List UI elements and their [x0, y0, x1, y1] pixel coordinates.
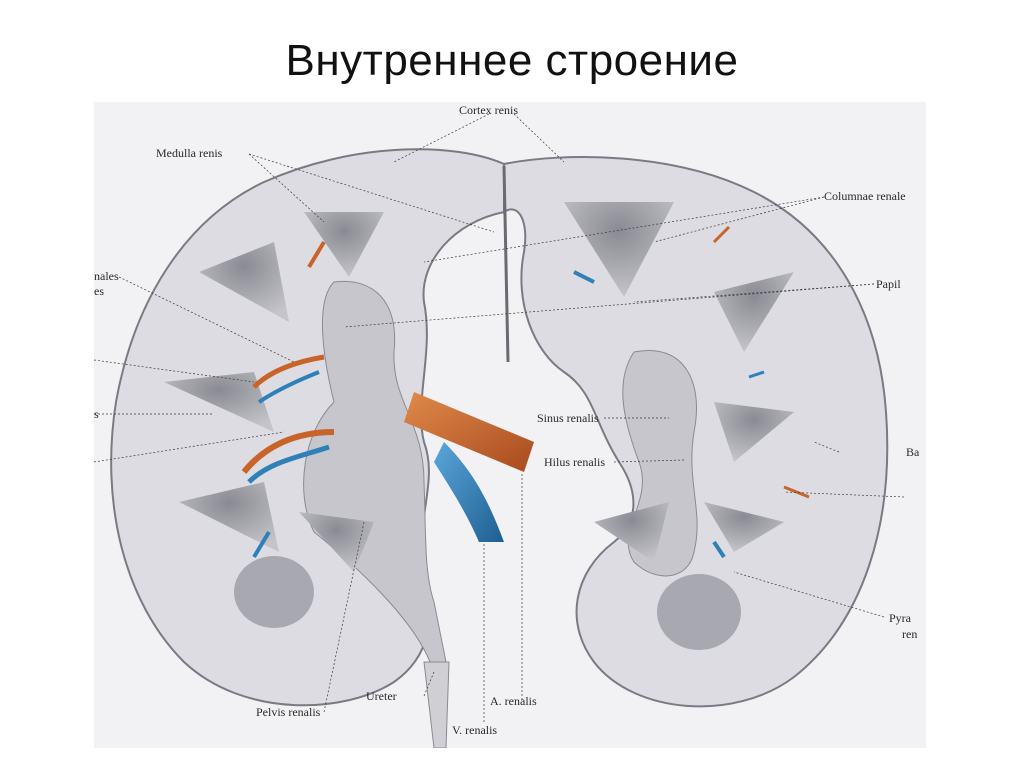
label-pelvis-renalis: Pelvis renalis [256, 705, 321, 719]
label-v-renalis: V. renalis [452, 723, 497, 737]
label-columnae-left: nales [94, 269, 119, 283]
pyramid [704, 502, 784, 552]
renal-artery [404, 392, 534, 472]
vein-branch [252, 530, 271, 559]
vein-branch [748, 370, 765, 379]
label-papillae: Papil [876, 277, 901, 291]
label-cortex-renis: Cortex renis [459, 103, 518, 117]
vein-branch [247, 444, 330, 484]
pyramid [304, 212, 384, 277]
pyramid [564, 202, 674, 297]
pyramid [714, 402, 794, 462]
artery-branch [307, 240, 326, 269]
artery-branch [241, 429, 335, 474]
vein-branch [712, 540, 726, 559]
artery-branch [783, 485, 810, 499]
label-pyramides: Pyra [889, 611, 912, 625]
artery-branch [252, 354, 325, 389]
renal-vein [434, 442, 504, 542]
pyramid [179, 482, 279, 552]
label-columnae-renales: Columnae renale [824, 189, 906, 203]
slide-title: Внутреннее строение [285, 36, 739, 85]
ureter [423, 661, 450, 748]
kidney-diagram: Cortex renis Medulla renis Columnae rena… [94, 103, 920, 748]
kidney-right-half [503, 156, 889, 708]
label-medulla-renis: Medulla renis [156, 146, 223, 160]
pyramid [299, 512, 374, 572]
central-cut [502, 165, 510, 363]
pyramid [164, 372, 274, 432]
pyramid [657, 574, 741, 650]
pyramid [234, 556, 314, 628]
label-left-fragment: s [94, 407, 99, 421]
label-a-renalis: A. renalis [490, 694, 537, 708]
pyramid [199, 242, 289, 322]
label-ba: Ba [906, 445, 920, 459]
label-columnae-left-2: es [94, 284, 104, 298]
vein-branch [573, 270, 595, 284]
label-hilus-renalis: Hilus renalis [544, 455, 605, 469]
kidney-section-illustration: Cortex renis Medulla renis Columnae rena… [94, 102, 926, 748]
label-sinus-renalis: Sinus renalis [537, 411, 599, 425]
label-ureter: Ureter [366, 689, 397, 703]
pyramid [594, 502, 669, 562]
artery-branch [712, 225, 731, 244]
vein-branch [257, 370, 320, 404]
label-pyramides-2: ren [902, 627, 917, 641]
